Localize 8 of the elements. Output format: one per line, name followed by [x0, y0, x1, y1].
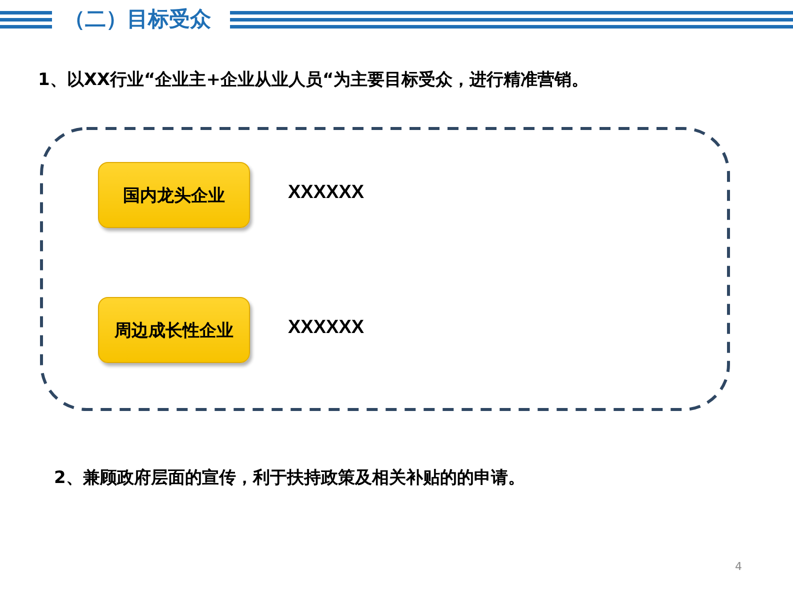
dashed-group-frame	[40, 127, 730, 411]
category-box: 国内龙头企业	[98, 162, 250, 228]
description-text: XXXXXX	[288, 182, 364, 204]
category-box: 周边成长性企业	[98, 297, 250, 363]
bullet-point: 1、以XX行业“企业主+企业从业人员“为主要目标受众，进行精准营销。	[38, 69, 589, 91]
bullet-point: 2、兼顾政府层面的宣传，利于扶持政策及相关补贴的的申请。	[54, 467, 525, 489]
description-text: XXXXXX	[288, 317, 364, 339]
page-number: 4	[735, 560, 742, 573]
